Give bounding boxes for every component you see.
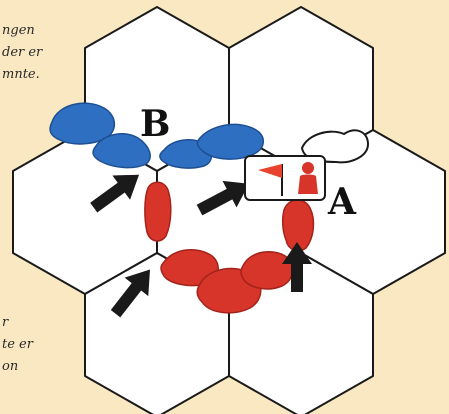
red-figure-4 bbox=[241, 252, 293, 289]
label-a: A bbox=[327, 181, 357, 223]
red-figure-1 bbox=[145, 182, 171, 241]
red-figure-5 bbox=[283, 200, 314, 251]
objective-token bbox=[245, 156, 325, 200]
label-b: B bbox=[140, 103, 170, 145]
